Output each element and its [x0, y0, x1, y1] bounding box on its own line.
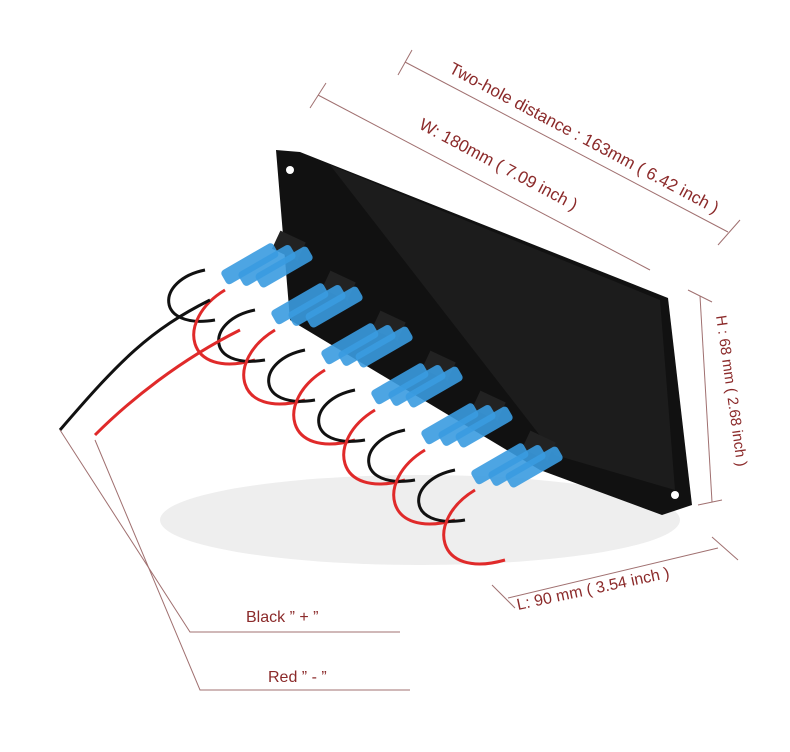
black-wire-loop: [217, 308, 266, 363]
width-dimension-line: [317, 94, 651, 271]
two-hole-dimension-line: [404, 61, 729, 233]
blue-connector: [488, 444, 546, 486]
red-wire-loop: [342, 408, 406, 486]
black-wire-loop: [317, 388, 366, 443]
mount-hole: [286, 166, 294, 174]
black-wire-label: Black ” + ”: [246, 609, 318, 626]
switch-group: [221, 230, 563, 488]
blue-connector: [405, 366, 463, 408]
height-label: H : 68 mm ( 2.68 inch ): [712, 314, 750, 467]
black-wire-end: [58, 298, 211, 431]
blue-connector: [271, 283, 329, 325]
red-wire-end: [93, 328, 241, 437]
black-leader-line: [59, 429, 400, 633]
panel-face: [330, 165, 675, 490]
red-wire-loop: [392, 448, 456, 526]
blue-connector: [221, 243, 279, 285]
black-wire-loop: [367, 428, 416, 483]
red-wire-loop: [242, 328, 306, 406]
two-hole-distance-label: Two-hole distance : 163mm ( 6.42 inch ): [446, 59, 722, 218]
blue-connector: [255, 246, 313, 288]
black-wire-loop: [267, 348, 316, 403]
mount-hole: [671, 491, 679, 499]
blue-connector: [338, 324, 396, 366]
blue-connector: [421, 403, 479, 445]
blue-connector: [388, 364, 446, 406]
blue-connector: [505, 446, 563, 488]
shadow: [160, 475, 680, 565]
blue-connector: [455, 406, 513, 448]
blue-connector: [288, 284, 346, 326]
red-wire-loop: [442, 488, 506, 566]
red-wire-label: Red ” - ”: [268, 669, 327, 686]
red-wire-loop: [292, 368, 356, 446]
blue-connector: [355, 326, 413, 368]
blue-connector: [321, 323, 379, 365]
length-dimension-line: [507, 547, 719, 599]
blue-connector: [238, 244, 296, 286]
blue-connector: [438, 404, 496, 446]
red-wire-loop: [192, 288, 256, 366]
red-leader-line: [94, 439, 410, 691]
black-wire-loop: [167, 268, 216, 323]
blue-connector: [305, 286, 363, 328]
blue-connector: [471, 443, 529, 485]
blue-connector: [371, 363, 429, 405]
length-label: L: 90 mm ( 3.54 inch ): [515, 565, 671, 614]
